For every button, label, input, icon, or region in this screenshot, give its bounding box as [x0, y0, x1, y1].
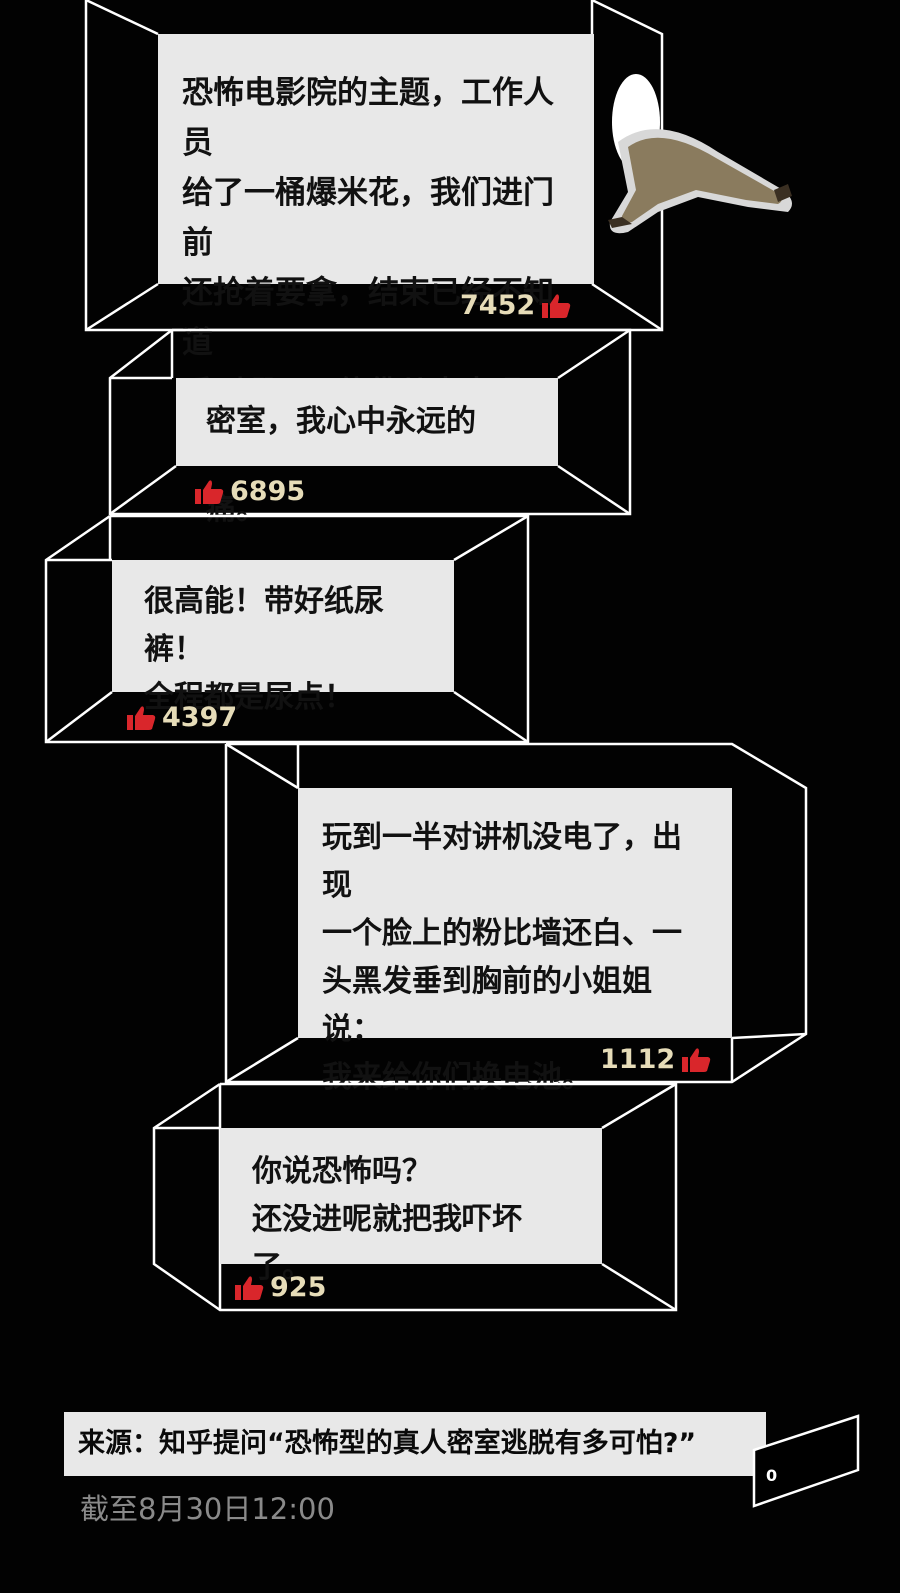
comment-text: 玩到一半对讲机没电了，出现 一个脸上的粉比墙还白、一 头黑发垂到胸前的小姐姐说：…: [322, 820, 682, 1095]
comment-text: 密室，我心中永远的痛。: [206, 404, 476, 527]
source-text: 来源：知乎提问“恐怖型的真人密室逃脱有多可怕?”: [64, 1412, 766, 1476]
like-count: 7452: [460, 290, 536, 321]
thumbs-up-icon: [682, 1047, 711, 1072]
box-frame: [46, 516, 530, 744]
like-count-row: 7452: [460, 290, 571, 321]
comment-panel: 密室，我心中永远的痛。: [176, 378, 558, 527]
comment-text: 很高能！带好纸尿裤！ 全程都是尿点！: [144, 584, 384, 715]
figure-legs-illustration: [608, 74, 792, 234]
comment-panel: 恐怖电影院的主题，工作人员 给了一桶爆米花，我们进门前 还抢着要拿，结束已经不知…: [158, 34, 594, 461]
like-count: 925: [270, 1272, 327, 1303]
like-count-row: 6895: [194, 476, 305, 507]
like-count: 6895: [230, 476, 306, 507]
box-frame: [86, 0, 666, 332]
thumbs-up-icon: [235, 1275, 264, 1300]
like-count-row: 1112: [600, 1044, 711, 1075]
like-count-row: 925: [234, 1272, 326, 1303]
box-frame: [226, 744, 808, 1084]
comment-card-3: 很高能！带好纸尿裤！ 全程都是尿点！ 4397: [46, 516, 530, 744]
box-frame: [110, 330, 630, 516]
comment-text: 你说恐怖吗？ 还没进呢就把我吓坏了。: [252, 1154, 522, 1285]
thumbs-up-icon: [127, 705, 156, 730]
comment-panel: 你说恐怖吗？ 还没进呢就把我吓坏了。: [220, 1128, 602, 1285]
like-count: 1112: [600, 1044, 676, 1075]
like-count-row: 4397: [126, 702, 237, 733]
source-box-label: 0: [766, 1466, 778, 1485]
thumbs-up-icon: [195, 479, 224, 504]
comment-card-4: 玩到一半对讲机没电了，出现 一个脸上的粉比墙还白、一 头黑发垂到胸前的小姐姐说：…: [226, 744, 808, 1095]
source-box: 0: [752, 1412, 860, 1510]
thumbs-up-icon: [542, 293, 571, 318]
comment-card-2: 密室，我心中永远的痛。 6895: [110, 330, 630, 527]
comment-card-5: 你说恐怖吗？ 还没进呢就把我吓坏了。 925: [154, 1084, 678, 1312]
comment-card-1: 恐怖电影院的主题，工作人员 给了一桶爆米花，我们进门前 还抢着要拿，结束已经不知…: [86, 0, 666, 461]
comment-panel: 很高能！带好纸尿裤！ 全程都是尿点！: [112, 560, 454, 715]
comment-panel: 玩到一半对讲机没电了，出现 一个脸上的粉比墙还白、一 头黑发垂到胸前的小姐姐说：…: [298, 788, 732, 1095]
deadline-text: 截至8月30日12:00: [80, 1492, 335, 1526]
source-bar: 来源：知乎提问“恐怖型的真人密室逃脱有多可怕?” 0: [64, 1412, 860, 1508]
like-count: 4397: [162, 702, 238, 733]
source-box-frame: [752, 1414, 860, 1508]
